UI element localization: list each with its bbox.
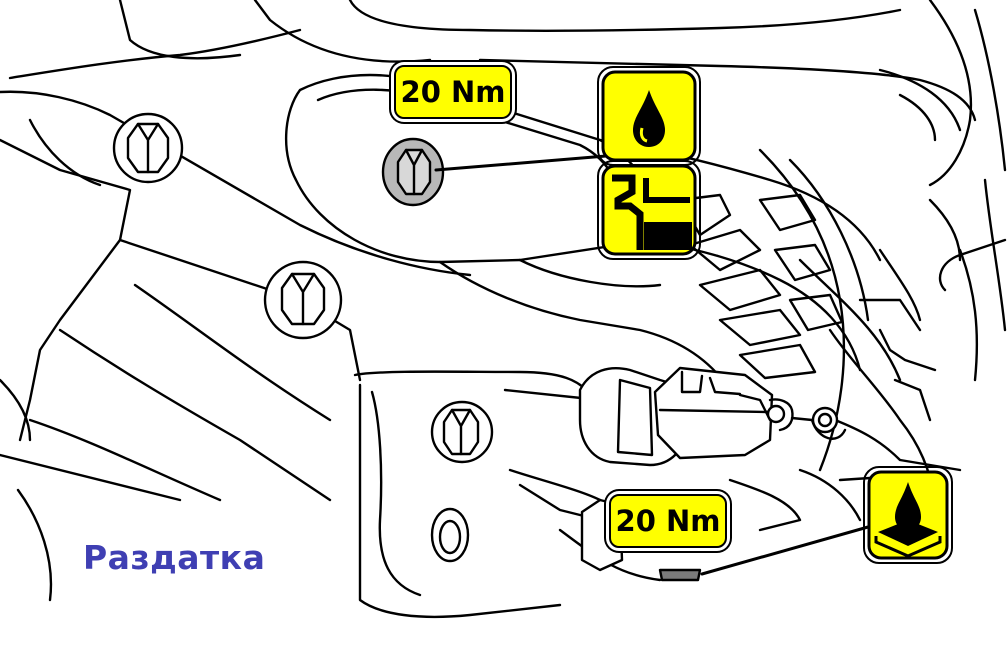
- torque-label-drain-plug: 20 Nm: [609, 494, 727, 548]
- drain-leader-line: [700, 525, 870, 576]
- oil-drain-tray-icon: [863, 466, 953, 564]
- fill-leader-line: [434, 154, 608, 172]
- bolt-lower-left: [430, 400, 494, 464]
- speed-sensor-connector: [578, 366, 847, 467]
- fill-plug: [381, 137, 445, 207]
- bolt-middle-left: [263, 260, 343, 340]
- fill-level-icon: [597, 160, 701, 260]
- bolt-upper-left: [112, 112, 184, 184]
- diagram-caption: Раздатка: [83, 538, 266, 577]
- oil-drop-icon: [597, 66, 701, 166]
- torque-label-fill-plug: 20 Nm: [394, 65, 512, 119]
